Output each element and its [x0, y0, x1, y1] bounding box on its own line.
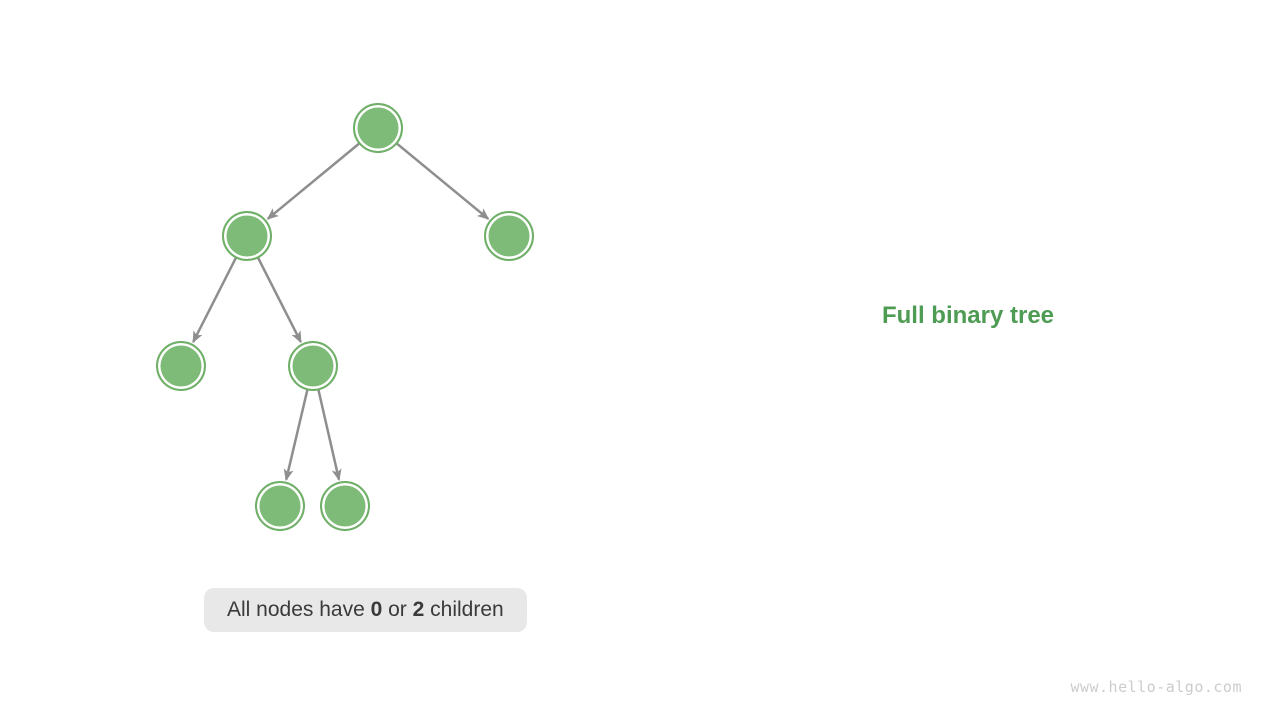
tree-node: [320, 481, 370, 531]
tree-node: [255, 481, 305, 531]
tree-node: [222, 211, 272, 261]
caption-text-middle: or: [382, 598, 413, 621]
caption-number-zero: 0: [370, 598, 383, 621]
caption-box: All nodes have 0 or 2 children: [204, 588, 527, 632]
figure-title: Full binary tree: [881, 302, 1055, 329]
tree-node: [353, 103, 403, 153]
tree-node: [288, 341, 338, 391]
watermark-url: www.hello-algo.com: [1070, 678, 1242, 696]
caption-number-two: 2: [412, 598, 425, 621]
caption-text-prefix: All nodes have: [227, 598, 371, 621]
caption-text-suffix: children: [424, 598, 504, 621]
tree-node: [156, 341, 206, 391]
tree-node: [484, 211, 534, 261]
